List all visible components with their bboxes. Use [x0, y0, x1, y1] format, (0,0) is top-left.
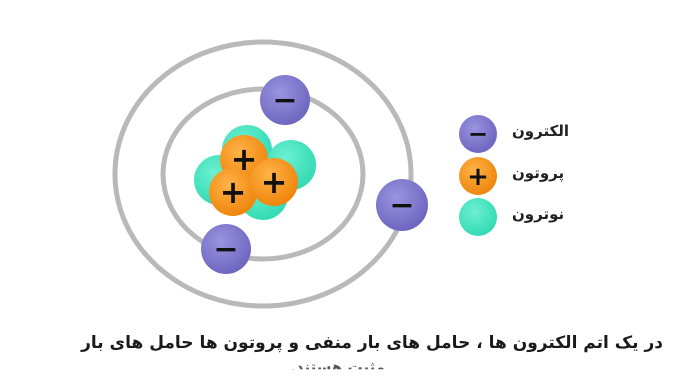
proton: [250, 158, 298, 206]
nucleus: + + +: [194, 125, 316, 220]
legend-proton-swatch: [459, 157, 497, 195]
legend-electron-sign: −: [468, 120, 488, 148]
legend: − +: [459, 115, 497, 236]
electron-sign: −: [272, 83, 297, 118]
legend-proton-label: پروتون: [512, 164, 565, 182]
caption-line-2: مثبت هستند.: [290, 358, 385, 376]
legend-proton-sign: +: [467, 162, 489, 192]
electron-sign: −: [213, 232, 238, 267]
electron: [260, 75, 310, 125]
caption-line-1: در یک اتم الکترون ها ، حامل های بار منفی…: [81, 333, 663, 353]
proton-sign: +: [261, 163, 288, 201]
legend-electron-swatch: [459, 115, 497, 153]
legend-neutron-swatch: [459, 198, 497, 236]
proton-sign: +: [220, 173, 247, 211]
proton: [209, 168, 257, 216]
legend-neutron-label: نوترون: [512, 205, 565, 223]
legend-electron-label: الکترون: [512, 122, 570, 140]
electron: [376, 179, 428, 231]
electron-sign: −: [389, 188, 414, 223]
outer-orbit: [112, 39, 414, 309]
electron: [201, 224, 251, 274]
